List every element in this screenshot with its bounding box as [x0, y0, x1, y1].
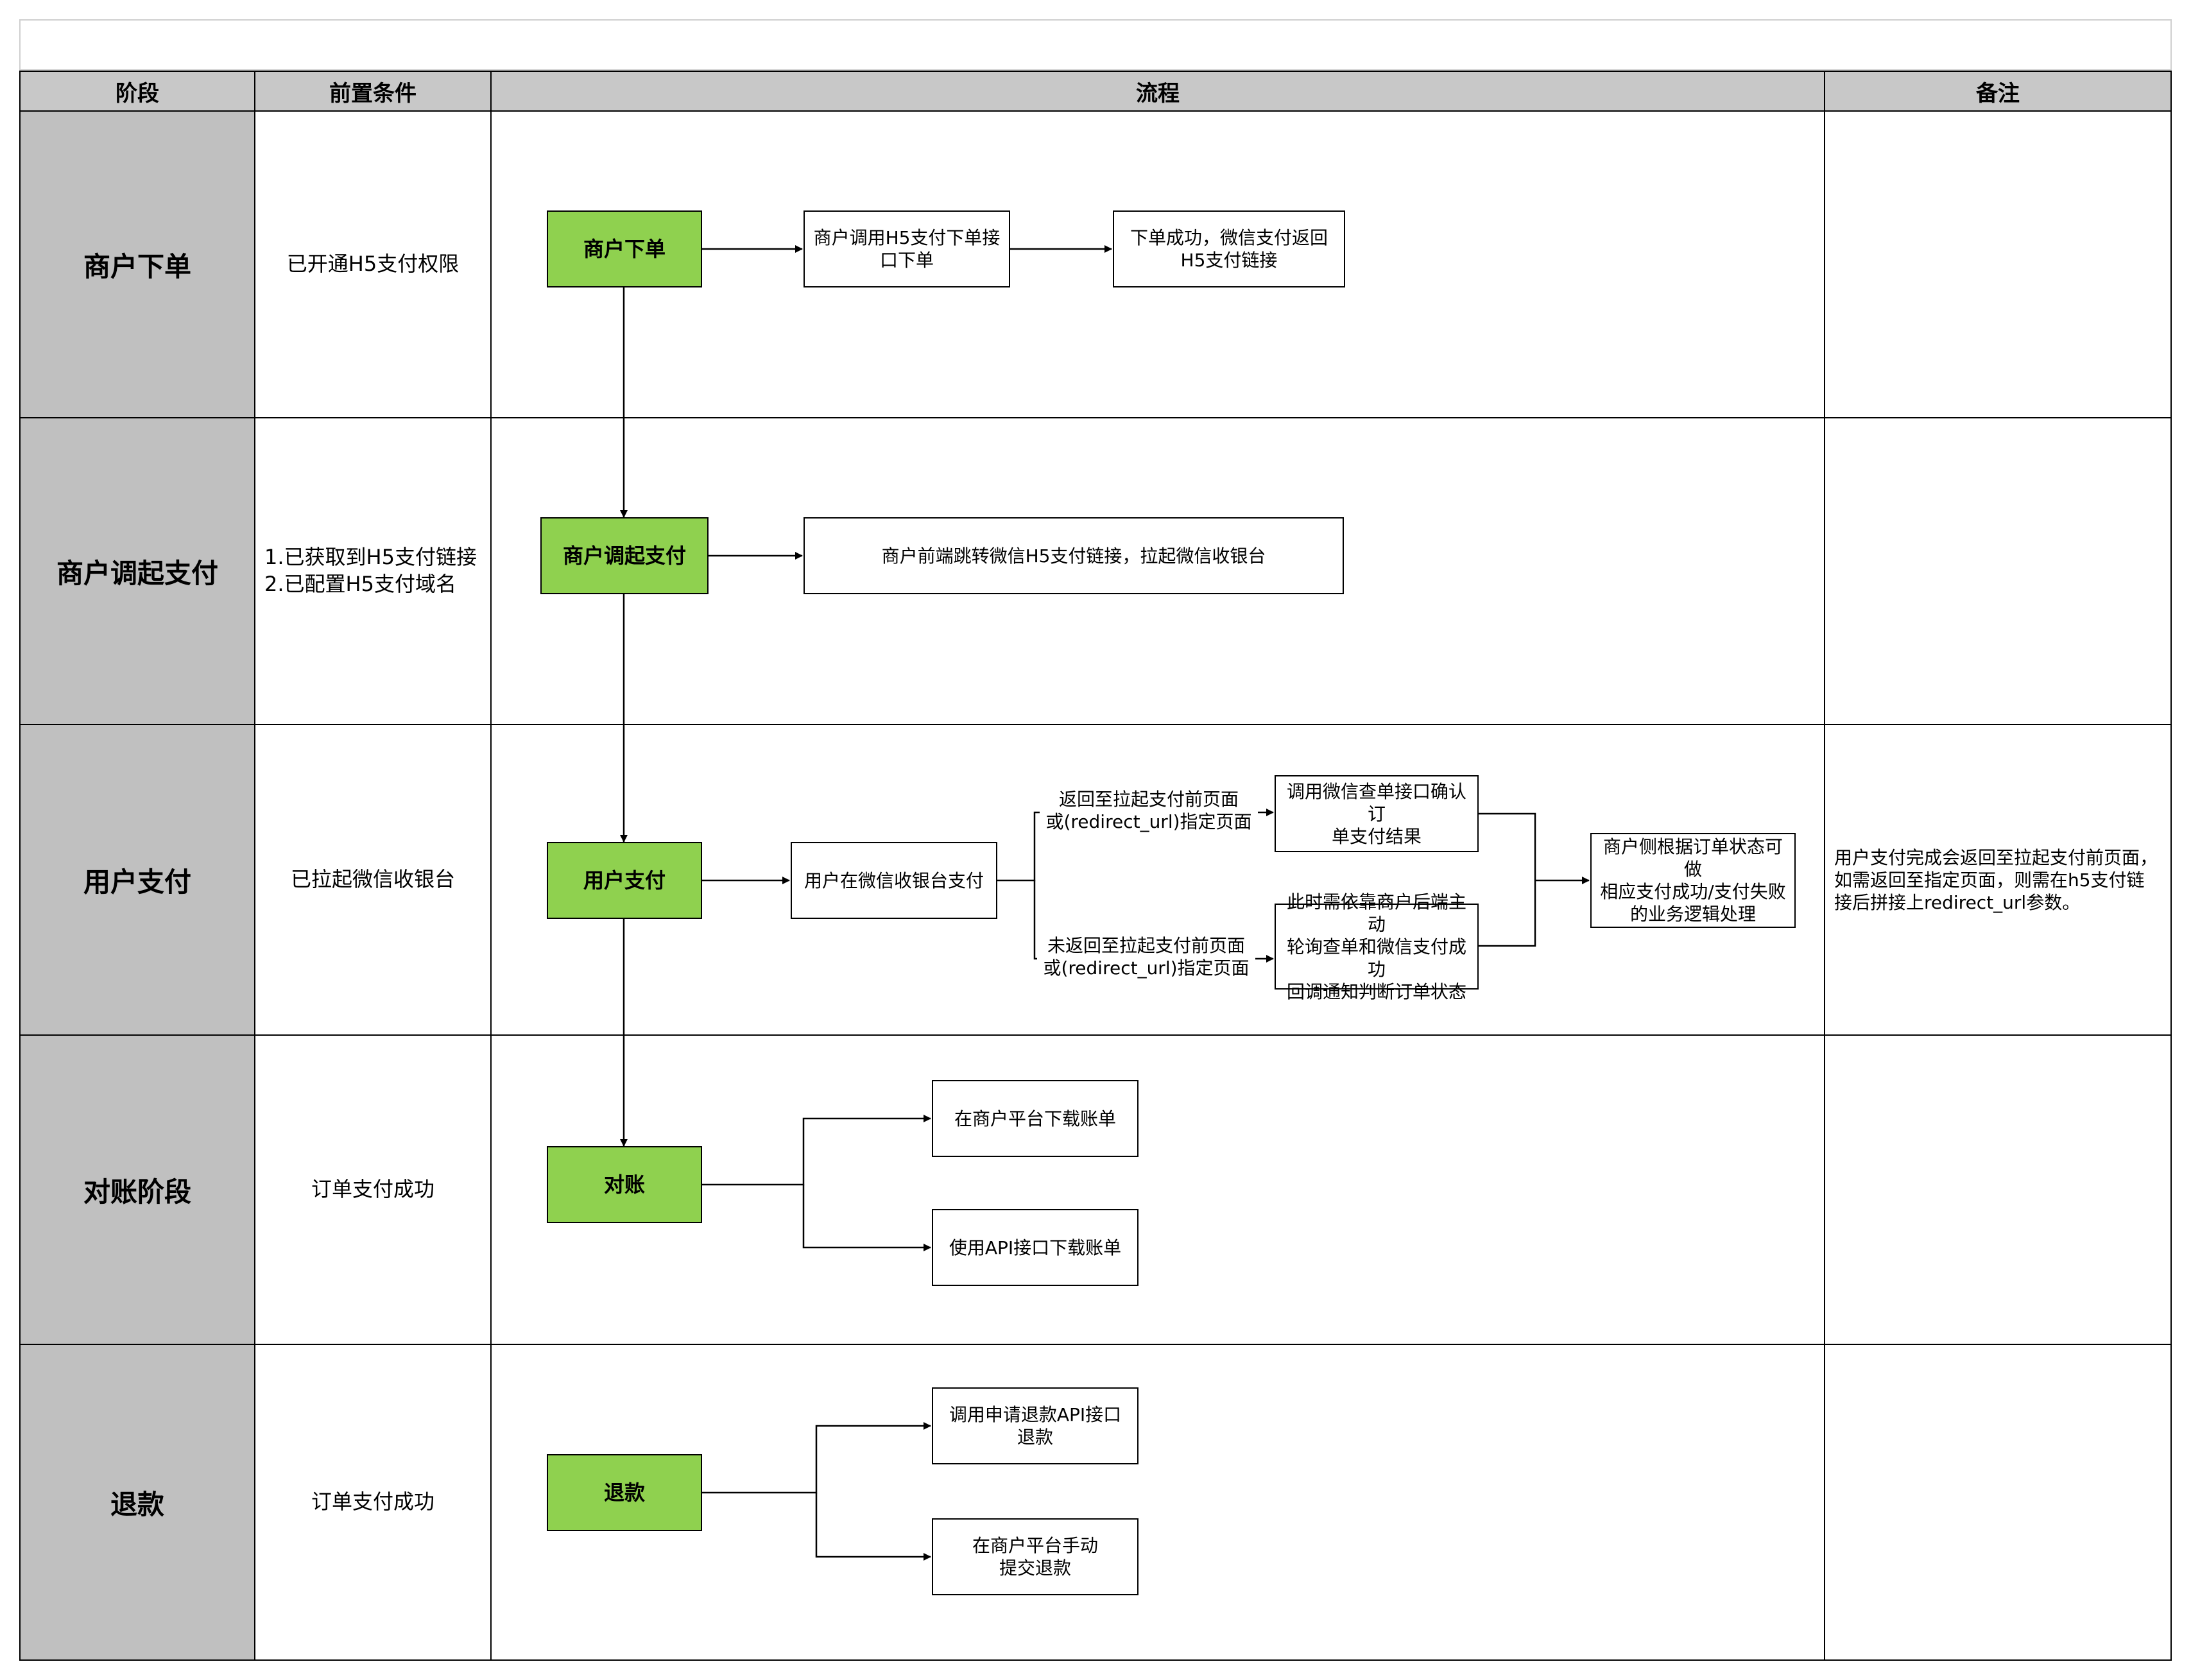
node-refund: 退款 [547, 1454, 702, 1531]
title-bar [19, 19, 2172, 71]
stage-cell-pay: 用户支付 [19, 724, 255, 1036]
stage-cell-order: 商户下单 [19, 110, 255, 418]
header-note: 备注 [1824, 71, 2172, 112]
header-stage: 阶段 [19, 71, 255, 112]
note-text: 用户支付完成会返回至拉起支付前页面， 如需返回至指定页面，则需在h5支付链 接后… [1834, 846, 2158, 913]
node-merchant-invoke: 商户调起支付 [540, 517, 709, 594]
node-query-order: 调用微信查单接口确认订 单支付结果 [1275, 775, 1479, 852]
node-merchant-order: 商户下单 [547, 210, 702, 287]
note-cell-refund [1824, 1344, 2172, 1661]
precondition-cell-invoke: 1.已获取到H5支付链接 2.已配置H5支付域名 [254, 417, 492, 725]
node-refund-api: 调用申请退款API接口 退款 [932, 1387, 1138, 1464]
precondition-cell-order: 已开通H5支付权限 [254, 110, 492, 418]
precondition-text: 1.已获取到H5支付链接 2.已配置H5支付域名 [264, 545, 477, 596]
precondition-cell-refund: 订单支付成功 [254, 1344, 492, 1661]
node-download-platform: 在商户平台下载账单 [932, 1080, 1138, 1157]
stage-cell-refund: 退款 [19, 1344, 255, 1661]
node-redirect-cashier: 商户前端跳转微信H5支付链接，拉起微信收银台 [803, 517, 1344, 594]
node-user-pay: 用户支付 [547, 842, 702, 919]
node-merchant-handle: 商户侧根据订单状态可做 相应支付成功/支付失败 的业务逻辑处理 [1590, 833, 1796, 928]
node-order-success: 下单成功，微信支付返回 H5支付链接 [1113, 210, 1345, 287]
header-precondition: 前置条件 [254, 71, 492, 112]
label-branch-return: 返回至拉起支付前页面 或(redirect_url)指定页面 [1040, 788, 1258, 833]
stage-cell-recon: 对账阶段 [19, 1034, 255, 1345]
node-poll-notify: 此时需依靠商户后端主动 轮询查单和微信支付成功 回调通知判断订单状态 [1275, 891, 1479, 1002]
note-cell-recon [1824, 1034, 2172, 1345]
flow-cell-recon [490, 1034, 1825, 1345]
flow-cell-refund [490, 1344, 1825, 1661]
node-reconcile: 对账 [547, 1146, 702, 1223]
header-flow: 流程 [490, 71, 1825, 112]
node-pay-in-cashier: 用户在微信收银台支付 [791, 842, 997, 919]
note-cell-invoke [1824, 417, 2172, 725]
stage-cell-invoke: 商户调起支付 [19, 417, 255, 725]
node-call-order-api: 商户调用H5支付下单接 口下单 [803, 210, 1010, 287]
node-refund-manual: 在商户平台手动 提交退款 [932, 1518, 1138, 1595]
node-download-api: 使用API接口下载账单 [932, 1209, 1138, 1286]
note-cell-pay: 用户支付完成会返回至拉起支付前页面， 如需返回至指定页面，则需在h5支付链 接后… [1824, 724, 2172, 1036]
label-branch-noreturn: 未返回至拉起支付前页面 或(redirect_url)指定页面 [1037, 934, 1255, 979]
precondition-cell-pay: 已拉起微信收银台 [254, 724, 492, 1036]
note-cell-order [1824, 110, 2172, 418]
precondition-cell-recon: 订单支付成功 [254, 1034, 492, 1345]
